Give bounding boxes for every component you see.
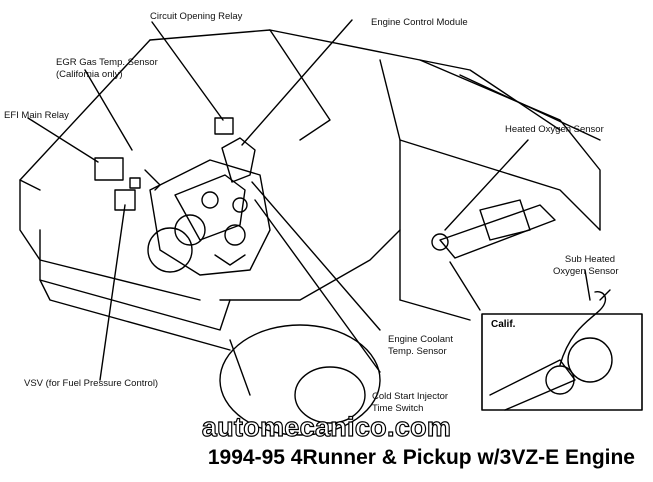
engine-block [149, 159, 271, 276]
label-engine-control-module: Engine Control Module [371, 17, 468, 28]
efi-main-relay-box [94, 157, 124, 181]
label-calif: Calif. [491, 319, 516, 330]
hood-outline [149, 29, 331, 141]
label-egr-california-only: (California only) [56, 69, 123, 80]
label-sub-heated: Sub Heated [564, 254, 616, 265]
circuit-opening-relay-box [214, 117, 234, 135]
watermark-text: automecanico.com [201, 411, 452, 442]
label-egr-gas-temp-sensor: EGR Gas Temp. Sensor [56, 57, 158, 68]
front-wheel [219, 324, 381, 436]
exhaust-pipe [439, 204, 556, 259]
label-heated-oxygen-sensor: Heated Oxygen Sensor [505, 124, 604, 135]
label-efi-main-relay: EFI Main Relay [4, 110, 69, 121]
leader-sub-heated-oxygen-sensor [584, 269, 591, 301]
leader-efi-main-relay [27, 117, 99, 163]
leader-ecm [241, 19, 353, 146]
leader-cold-start [254, 199, 381, 373]
leader-vsv [99, 204, 126, 381]
leader-circuit-opening-relay [151, 21, 224, 121]
diagram-caption: 1994-95 4Runner & Pickup w/3VZ-E Engine [207, 446, 635, 469]
bumper-outline [39, 229, 231, 331]
label-engine-coolant: Engine Coolant [388, 334, 453, 345]
leader-calif-inset [449, 261, 481, 311]
leader-coolant-sensor [251, 181, 381, 331]
leader-heated-oxygen-sensor [444, 139, 529, 231]
leader-egr-sensor [84, 69, 133, 151]
truck-cab-outline [269, 29, 601, 231]
label-cold-start-injector: Cold Start Injector [372, 391, 449, 402]
label-vsv: VSV (for Fuel Pressure Control) [24, 378, 159, 389]
label-time-switch: Time Switch [372, 403, 424, 414]
label-sub-oxygen-sensor: Oxygen Sensor [553, 266, 619, 277]
ecm-box [221, 137, 256, 183]
label-circuit-opening-relay: Circuit Opening Relay [150, 11, 243, 22]
calif-inset-box [481, 313, 643, 411]
label-temp-sensor: Temp. Sensor [388, 346, 447, 357]
